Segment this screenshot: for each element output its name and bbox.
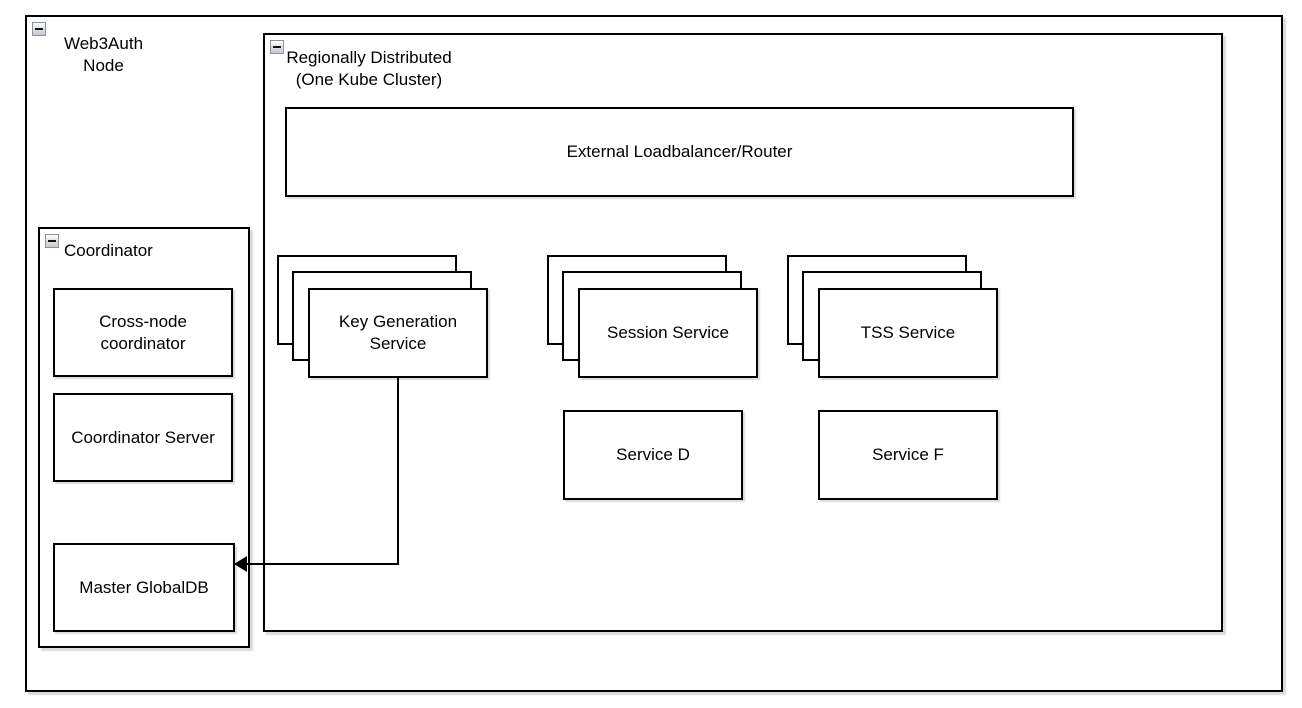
collapse-minus-icon[interactable] xyxy=(32,22,46,36)
session-service-label: Session Service xyxy=(607,323,729,342)
coordinator-label: Coordinator xyxy=(64,241,153,260)
external-loadbalancer-label: External Loadbalancer/Router xyxy=(566,142,793,161)
minus-bar xyxy=(273,46,281,48)
master-globaldb-box[interactable]: Master GlobalDB xyxy=(53,543,235,632)
service-d-box[interactable]: Service D xyxy=(563,410,743,500)
collapse-minus-icon[interactable] xyxy=(270,40,284,54)
tss-service-box[interactable]: TSS Service xyxy=(818,288,998,378)
key-generation-service-box[interactable]: Key Generation Service xyxy=(308,288,488,378)
service-f-label: Service F xyxy=(872,445,944,464)
web3auth-node-label: Web3Auth Node xyxy=(63,34,144,75)
collapse-minus-icon[interactable] xyxy=(45,234,59,248)
service-f-box[interactable]: Service F xyxy=(818,410,998,500)
minus-bar xyxy=(48,240,56,242)
minus-bar xyxy=(35,28,43,30)
cross-node-coordinator-box[interactable]: Cross-node coordinator xyxy=(53,288,233,377)
session-service-box[interactable]: Session Service xyxy=(578,288,758,378)
service-d-label: Service D xyxy=(616,445,690,464)
master-globaldb-label: Master GlobalDB xyxy=(79,577,209,597)
cross-node-coordinator-label: Cross-node coordinator xyxy=(99,311,187,353)
region-label: Regionally Distributed (One Kube Cluster… xyxy=(286,48,452,89)
coordinator-server-box[interactable]: Coordinator Server xyxy=(53,393,233,482)
external-loadbalancer-box[interactable]: External Loadbalancer/Router xyxy=(285,107,1074,197)
arrow-head-left[interactable] xyxy=(234,556,247,572)
arrow-keygen-to-masterdb-vertical-segment[interactable] xyxy=(397,377,399,565)
tss-service-label: TSS Service xyxy=(860,323,956,342)
coordinator-server-label: Coordinator Server xyxy=(71,427,215,447)
arrow-keygen-to-masterdb-horizontal-segment[interactable] xyxy=(247,563,399,565)
key-generation-service-label: Key Generation Service xyxy=(338,312,458,353)
